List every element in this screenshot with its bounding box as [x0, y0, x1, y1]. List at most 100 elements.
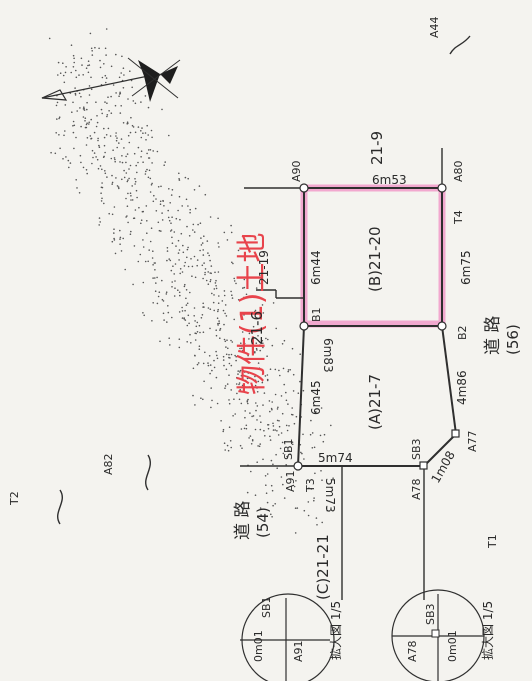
stipple-dot — [308, 487, 310, 490]
stipple-dot — [181, 310, 184, 312]
stipple-dot — [200, 317, 203, 319]
stipple-dot — [106, 114, 109, 116]
stipple-dot — [181, 271, 184, 273]
stipple-dot — [243, 427, 246, 430]
stipple-dot — [173, 273, 175, 275]
stipple-dot — [257, 445, 259, 447]
stipple-dot — [199, 249, 201, 252]
stipple-dot — [259, 507, 262, 509]
stipple-dot — [56, 118, 58, 120]
stipple-dot — [224, 304, 227, 306]
stipple-dot — [169, 202, 171, 204]
stipple-dot — [171, 316, 173, 319]
stipple-dot — [274, 393, 277, 396]
stipple-dot — [91, 149, 94, 152]
stipple-dot — [144, 95, 147, 97]
stipple-dot — [62, 158, 64, 160]
stipple-dot — [286, 455, 288, 458]
stipple-dot — [107, 127, 110, 130]
stipple-dot — [81, 64, 83, 66]
stipple-dot — [72, 120, 75, 123]
stipple-dot — [156, 302, 159, 305]
stipple-dot — [134, 102, 137, 105]
stipple-dot — [217, 302, 220, 305]
stipple-dot — [259, 349, 262, 352]
stipple-dot — [168, 337, 170, 340]
stipple-dot — [82, 116, 85, 118]
stipple-dot — [113, 206, 116, 208]
stipple-dot — [244, 410, 246, 412]
stipple-dot — [315, 411, 317, 413]
stipple-dot — [123, 176, 126, 179]
stipple-dot — [217, 217, 219, 220]
stipple-dot — [254, 351, 256, 354]
stipple-dot — [196, 331, 199, 333]
stipple-dot — [274, 429, 277, 431]
stipple-dot — [256, 387, 258, 389]
stipple-dot — [106, 102, 108, 104]
stipple-dot — [128, 177, 130, 180]
stipple-dot — [186, 248, 189, 251]
stipple-dot — [271, 408, 273, 411]
stipple-dot — [217, 242, 219, 244]
stipple-dot — [104, 101, 106, 103]
parcel-a-label: (A)21-7 — [366, 374, 384, 430]
stipple-dot — [332, 477, 334, 480]
stipple-dot — [192, 223, 195, 226]
stipple-dot — [237, 355, 240, 358]
stipple-dot — [150, 129, 153, 132]
stipple-dot — [110, 157, 113, 160]
stipple-dot — [88, 64, 91, 66]
stipple-dot — [120, 105, 122, 107]
stipple-dot — [197, 223, 199, 226]
stipple-dot — [194, 320, 196, 322]
stipple-dot — [276, 408, 279, 410]
stipple-dot — [235, 383, 238, 385]
stipple-dot — [283, 497, 286, 499]
stipple-dot — [208, 355, 211, 357]
stipple-dot — [58, 117, 60, 120]
stipple-dot — [171, 216, 173, 218]
stipple-dot — [158, 229, 161, 232]
stipple-dot — [295, 480, 297, 482]
stipple-dot — [137, 260, 140, 263]
stipple-dot — [205, 279, 208, 282]
stipple-dot — [93, 152, 96, 154]
stipple-dot — [100, 192, 102, 194]
stipple-dot — [248, 437, 250, 439]
stipple-dot — [321, 479, 323, 482]
stipple-dot — [57, 61, 60, 64]
stipple-dot — [318, 398, 320, 400]
stipple-dot — [225, 315, 228, 317]
extension-lines — [240, 148, 443, 600]
stipple-dot — [222, 355, 225, 358]
stipple-dot — [141, 127, 143, 129]
stipple-dot — [313, 499, 315, 502]
stipple-dot — [203, 306, 205, 308]
stipple-dot — [207, 283, 210, 286]
stipple-dot — [140, 136, 143, 139]
stipple-dot — [194, 339, 197, 341]
stipple-dot — [157, 221, 160, 224]
stipple-dot — [134, 209, 137, 211]
stipple-dot — [195, 325, 198, 328]
point-t3: T3 — [304, 478, 317, 493]
stipple-dot — [231, 261, 233, 264]
stipple-dot — [170, 222, 172, 224]
stipple-dot — [271, 401, 274, 403]
stipple-dot — [139, 253, 142, 256]
north-lot-label: 21-9 — [368, 131, 386, 165]
stipple-dot — [113, 239, 116, 241]
stipple-dot — [187, 205, 189, 207]
stipple-dot — [106, 115, 108, 118]
stipple-dot — [116, 137, 118, 139]
stipple-dot — [181, 306, 183, 309]
stipple-dot — [98, 146, 101, 148]
stipple-dot — [215, 279, 217, 282]
stipple-dot — [185, 304, 188, 306]
stipple-dot — [74, 87, 76, 89]
stipple-dot — [243, 296, 245, 299]
stipple-dot — [223, 290, 226, 292]
stipple-dot — [257, 362, 260, 364]
stipple-dot — [241, 447, 243, 450]
